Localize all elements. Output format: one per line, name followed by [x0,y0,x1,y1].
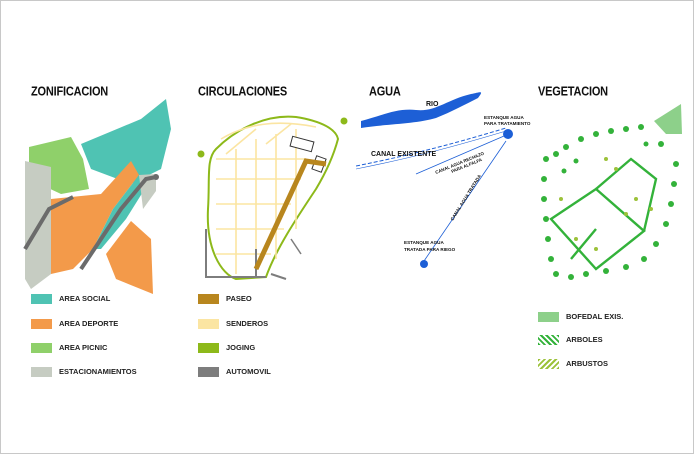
panel-title-agua: AGUA [369,85,401,99]
estanque-riego-label-1: ESTANQUE AGUA [404,240,444,245]
panel-title-circulaciones: CIRCULACIONES [198,85,288,99]
zonificacion-map [23,99,171,294]
legend-label: AREA SOCIAL [59,294,111,303]
estanque-riego-label-2: TRATADA PARA RIEGO [404,247,456,252]
vegetacion-map [541,104,682,280]
zone-area-deporte-south [106,221,153,294]
zone-area-social-north [81,99,171,184]
legend-label: PASEO [226,294,252,303]
agua-diagram: RIO CANAL EXISTENTE ESTANQUE AGUA PARA T… [356,92,531,268]
estanque-tratamiento-label-2: PARA TRATAMIENTO [484,121,531,126]
arboles-lines [549,157,658,271]
circulaciones-map [197,115,348,281]
estanque-tratamiento-label-1: ESTANQUE AGUA [484,115,524,120]
estanque-tratamiento [503,129,513,139]
legend-label: AUTOMOVIL [226,367,271,376]
legend-label: SENDEROS [226,319,269,328]
legend-label: BOFEDAL EXIS. [566,312,624,321]
legend-label: AREA PICNIC [59,343,108,352]
bofedal-shape [654,104,682,134]
legend-label: ARBOLES [566,335,603,344]
legend-label: ESTACIONAMIENTOS [59,367,137,376]
legend-swatch [31,294,52,304]
legend-swatch [538,312,559,322]
panel-title-vegetacion: VEGETACION [538,85,608,99]
paseo-path [253,158,327,271]
joging-loop [206,115,340,281]
legend-swatch [31,343,52,353]
legend-swatch [198,294,219,304]
legend-label: JOGING [226,343,256,352]
canal-existente-label: CANAL EXISTENTE [371,151,437,158]
legend-swatch [538,359,559,369]
estanque-riego [420,260,428,268]
zone-road [23,175,157,271]
legend-swatch [198,367,219,377]
panel-title-zonificacion: ZONIFICACION [31,85,109,99]
rio-shape [361,92,482,128]
legend-label: AREA DEPORTE [59,319,119,328]
canal-tratada-line [423,140,507,262]
automovil-road [205,229,287,280]
legend-swatch [31,367,52,377]
senderos-paths [216,122,317,274]
legend-label: ARBUSTOS [566,359,608,368]
canal-rechazo-line [415,135,505,175]
legend-swatch [31,319,52,329]
zone-area-deporte-main [51,161,139,274]
legend-swatch [198,319,219,329]
arbustos-cluster [559,157,653,251]
legend-swatch [538,335,559,345]
canal-existente-line [356,127,507,167]
legend-swatch [198,343,219,353]
rio-label: RIO [426,101,439,108]
canal-tratada-label: CANAL AGUA TRATADA [450,173,483,221]
arboles-cluster [541,124,679,280]
